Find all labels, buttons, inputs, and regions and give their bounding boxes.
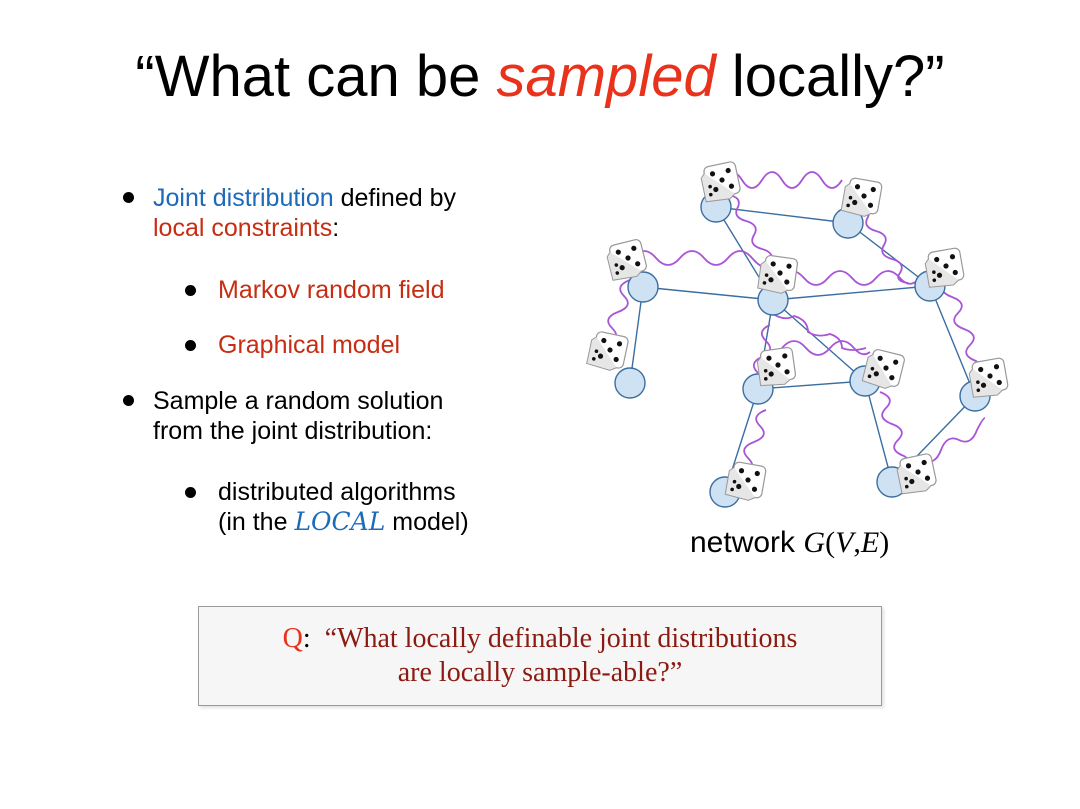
bullet-2-sub-1-text: distributed algorithms — [218, 478, 456, 506]
question-box: Q: “What locally definable joint distrib… — [198, 606, 882, 706]
bullet-2-sub-2-post: model) — [385, 508, 469, 536]
bullet-1-text: defined by — [333, 184, 456, 212]
die-icon — [966, 356, 1010, 400]
bullet-dot — [185, 487, 196, 498]
die-icon — [756, 253, 799, 296]
bullet-dot — [185, 340, 196, 351]
close-paren: ) — [879, 526, 890, 559]
question-colon: : — [302, 623, 311, 654]
dice-icons — [585, 160, 1010, 504]
network-diagram — [585, 160, 1010, 508]
question-q: Q — [282, 623, 303, 654]
die-icon — [585, 329, 630, 374]
local-model-name: LOCAL — [294, 507, 386, 536]
bullet-1-colon: : — [332, 214, 340, 242]
bullet-dot — [123, 395, 134, 406]
bullet-2: Sample a random solution from the joint … — [153, 386, 443, 446]
bullet-1-constraints: local constraints — [153, 214, 333, 242]
die-icon — [840, 176, 884, 220]
comma: , — [853, 526, 861, 559]
bullet-1: Joint distribution defined by local cons… — [153, 183, 456, 243]
question-line-1: “What locally definable joint distributi… — [310, 623, 798, 654]
bullet-1-sub-2: Graphical model — [218, 331, 401, 359]
graph-symbol: G — [803, 526, 826, 559]
die-icon — [755, 346, 798, 389]
bullet-1-term: Joint distribution — [153, 184, 334, 212]
slide-title: “What can be sampled locally?” — [0, 42, 1080, 112]
bullet-dot — [185, 285, 196, 296]
bullet-1-sub-1: Markov random field — [218, 276, 445, 304]
network-label: network G(V,E) — [690, 525, 889, 561]
edge-symbol: E — [860, 526, 880, 559]
die-icon — [894, 452, 939, 497]
bullet-2-line-2: from the joint distribution: — [153, 417, 433, 445]
bullet-2-line-1: Sample a random solution — [153, 387, 444, 415]
vertex-symbol: V — [835, 526, 854, 559]
open-paren: ( — [825, 526, 836, 559]
bullet-2-sub-1: distributed algorithms (in the LOCAL mod… — [218, 477, 469, 537]
title-open: “What can be — [135, 44, 497, 109]
die-icon — [724, 460, 768, 504]
title-emphasis: sampled — [496, 44, 716, 109]
graph-edges — [629, 206, 976, 493]
title-close: locally?” — [715, 44, 945, 109]
question-line-2: are locally sample-able?” — [397, 657, 683, 688]
network-word: network — [690, 526, 804, 559]
die-icon — [922, 246, 966, 290]
bullet-dot — [123, 192, 134, 203]
bullet-2-sub-2-pre: (in the — [218, 508, 295, 536]
